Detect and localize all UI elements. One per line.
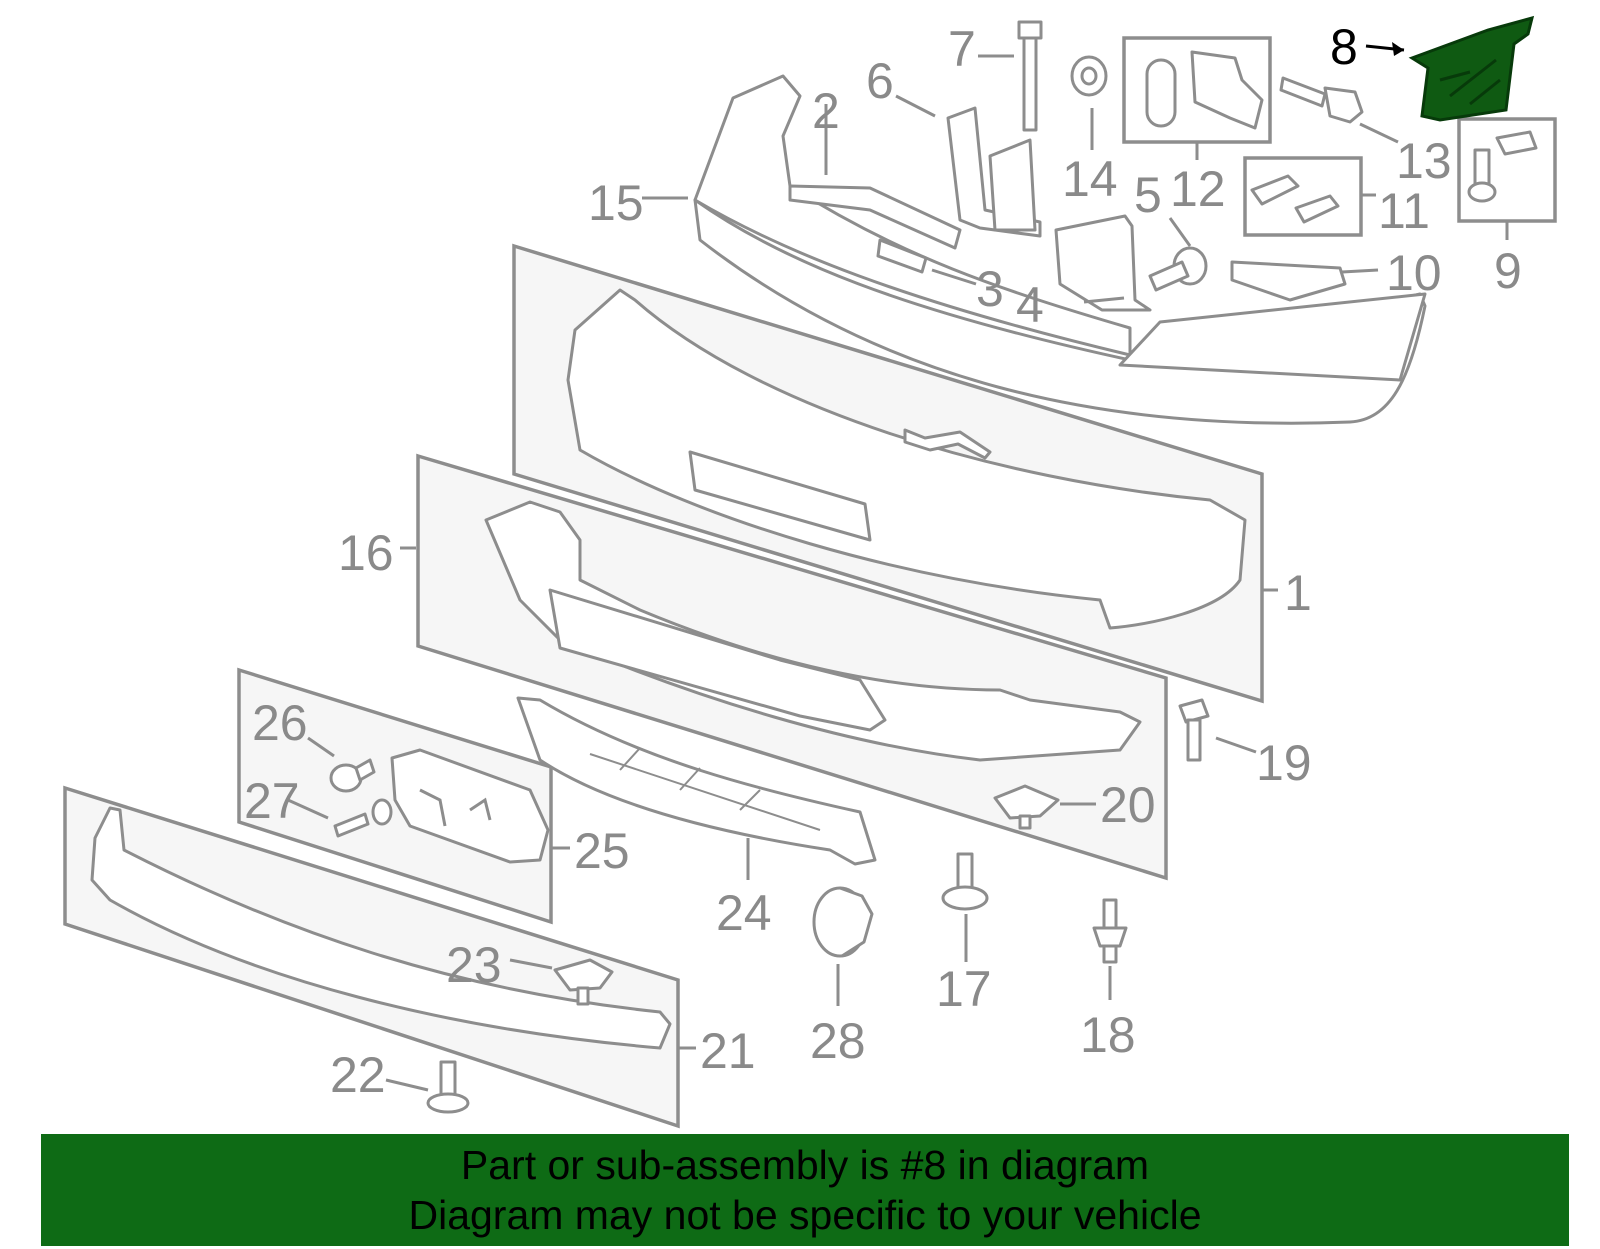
part-17-stud (941, 852, 989, 911)
part-11-bolts (1250, 174, 1340, 224)
banner-line-2: Diagram may not be specific to your vehi… (408, 1192, 1202, 1238)
part-3-bolt (876, 238, 928, 274)
callout-21: 21 (700, 1023, 756, 1079)
part-20-nut (993, 784, 1060, 830)
part-12-spacer-bracket (1145, 50, 1264, 130)
callout-5: 5 (1134, 167, 1162, 223)
part-23-clip-nut (553, 958, 614, 1006)
callout-20: 20 (1100, 777, 1156, 833)
part-10-strip (1230, 260, 1347, 302)
part-2-bracket (788, 184, 962, 250)
leader-lines (287, 42, 1509, 1092)
part-6-plate (988, 138, 1037, 232)
part-4-bracket (1054, 214, 1152, 312)
callout-24: 24 (716, 885, 772, 941)
part-9-bolts (1467, 130, 1538, 203)
info-banner: Part or sub-assembly is #8 in diagram Di… (41, 1134, 1569, 1246)
callout-23: 23 (446, 937, 502, 993)
callout-2: 2 (812, 83, 840, 139)
callout-14: 14 (1062, 151, 1118, 207)
callout-15: 15 (588, 175, 644, 231)
upper-bumper-cover (693, 74, 1427, 425)
callout-3: 3 (976, 261, 1004, 317)
part-8-highlighted (1408, 15, 1535, 122)
part-25-license-bracket (390, 748, 550, 864)
part-5-bolt (1148, 246, 1208, 292)
part-28-cap (812, 886, 874, 958)
banner-line-1: Part or sub-assembly is #8 in diagram (460, 1142, 1150, 1188)
callout-9: 9 (1494, 243, 1522, 299)
callout-25: 25 (574, 823, 630, 879)
part-6-bracket (946, 106, 1042, 238)
callout-11: 11 (1378, 183, 1430, 239)
part-19-bolt (1178, 698, 1210, 762)
callout-10: 10 (1386, 245, 1442, 301)
part-14-nut (1070, 55, 1108, 97)
part-16-reinforcement (484, 500, 1142, 762)
callout-6: 6 (866, 53, 894, 109)
box-bolt-kit-9 (1457, 117, 1557, 223)
part-24-lower-grille (516, 696, 877, 866)
callout-8: 8 (1330, 19, 1358, 75)
callout-4: 4 (1016, 277, 1044, 333)
part-22-pin (426, 1060, 470, 1114)
part-18-push-clip (1092, 898, 1128, 964)
callout-13: 13 (1396, 133, 1452, 189)
callout-17: 17 (936, 961, 992, 1017)
part-1-face-bar (566, 288, 1247, 630)
callout-22: 22 (330, 1047, 386, 1103)
part-13-bolt (1279, 76, 1364, 124)
part-21-valance (90, 806, 672, 1050)
part-26-screw (329, 758, 376, 793)
callout-16: 16 (338, 525, 394, 581)
callout-12: 12 (1170, 161, 1226, 217)
part-27-push-pin (333, 798, 393, 838)
callout-27: 27 (244, 773, 300, 829)
callout-1: 1 (1284, 565, 1312, 621)
callout-7: 7 (948, 21, 976, 77)
callout-18: 18 (1080, 1007, 1136, 1063)
callout-28: 28 (810, 1013, 866, 1069)
part-7-bolt (1017, 20, 1043, 132)
callout-19: 19 (1256, 735, 1312, 791)
callout-26: 26 (252, 695, 308, 751)
